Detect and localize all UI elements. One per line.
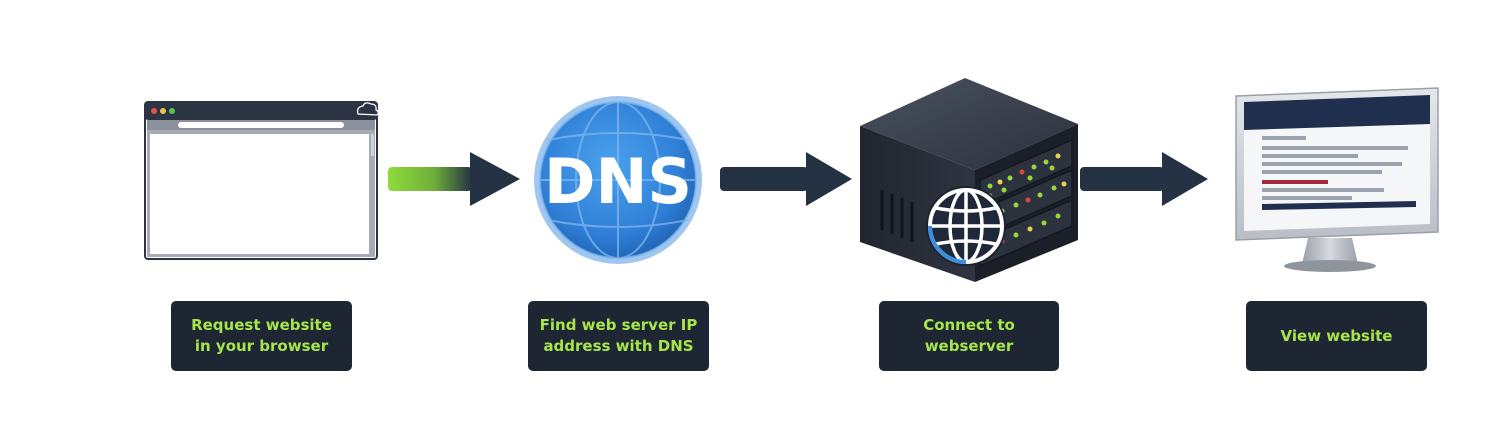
monitor-icon xyxy=(1235,87,1439,272)
step-label-request: Request website in your browser xyxy=(171,301,352,371)
step-label-dns: Find web server IP address with DNS xyxy=(528,301,709,371)
step-label-text: Connect to webserver xyxy=(923,316,1015,355)
dns-globe-icon: DNS xyxy=(534,96,702,264)
step-label-text: View website xyxy=(1280,326,1393,345)
dns-logo-text: DNS xyxy=(544,145,692,218)
step-label-text: Find web server IP address with DNS xyxy=(539,316,698,355)
browser-window-icon xyxy=(144,101,379,260)
arrow-3 xyxy=(1080,152,1208,206)
step-label-view: View website xyxy=(1246,301,1427,371)
globe-icon xyxy=(926,186,1006,266)
arrow-2 xyxy=(720,152,852,206)
step-label-connect: Connect to webserver xyxy=(879,301,1059,371)
server-rack-icon xyxy=(860,78,1078,282)
arrow-1 xyxy=(388,152,520,206)
step-label-text: Request website in your browser xyxy=(191,316,332,355)
